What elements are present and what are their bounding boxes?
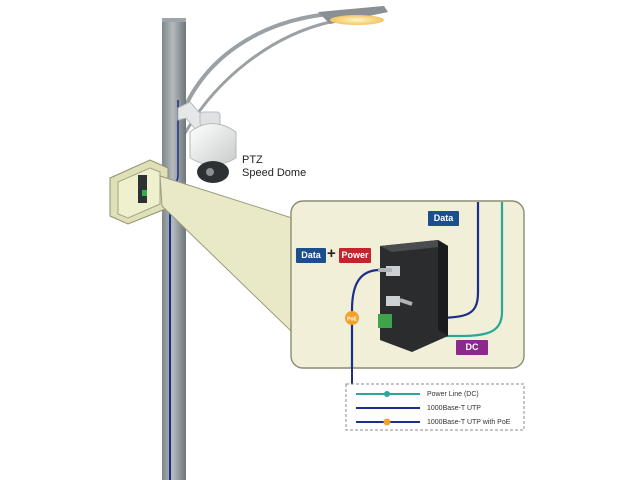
camera-label: PTZ Speed Dome — [242, 154, 306, 180]
legend-label-utp-poe: 1000Base-T UTP with PoE — [427, 419, 511, 426]
legend-swatch-power — [356, 391, 420, 397]
legend-label-power-line: Power Line (DC) — [427, 391, 479, 398]
poe-badge-label: PoE — [347, 317, 357, 323]
junction-box — [109, 159, 169, 225]
dc-tag: DC — [456, 340, 488, 355]
plus-sign: + — [327, 245, 336, 262]
poe-injector — [378, 240, 448, 352]
street-lamp — [318, 6, 388, 25]
camera-label-line2: Speed Dome — [242, 167, 307, 179]
data-tag-top: Data — [428, 211, 459, 226]
panel-poe-cable — [350, 268, 381, 368]
camera-label-line1: PTZ — [242, 154, 263, 166]
data-tag: Data — [296, 248, 326, 263]
poe-badge: PoE — [345, 311, 359, 325]
pole — [162, 18, 186, 480]
power-tag: Power — [339, 248, 371, 263]
legend-label-utp: 1000Base-T UTP — [427, 405, 481, 412]
legend-swatch-poe — [356, 418, 420, 426]
ptz-camera — [189, 111, 237, 183]
